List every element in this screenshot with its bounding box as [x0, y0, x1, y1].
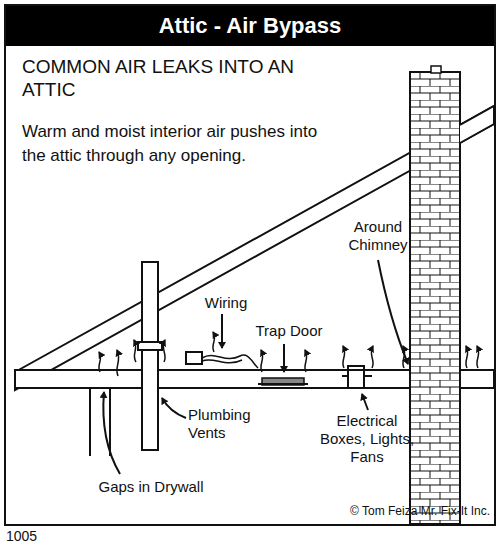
part-label: Around Chimney — [330, 218, 426, 254]
part-label: Wiring — [196, 294, 256, 312]
part-label: Electrical Boxes, Lights, Fans — [312, 412, 422, 466]
title: Attic - Air Bypass — [159, 13, 342, 39]
body-note: Warm and moist interior air pushes into … — [22, 120, 322, 168]
title-bar: Attic - Air Bypass — [6, 6, 494, 46]
part-label: Trap Door — [244, 322, 334, 340]
part-label: Gaps in Drywall — [86, 478, 216, 496]
figure-number: 1005 — [6, 528, 66, 545]
part-label: Plumbing Vents — [188, 406, 268, 442]
heading-note: COMMON AIR LEAKS INTO AN ATTIC — [22, 56, 322, 102]
copyright-note: © Tom Feiza Mr. Fix-It Inc. — [268, 504, 490, 518]
